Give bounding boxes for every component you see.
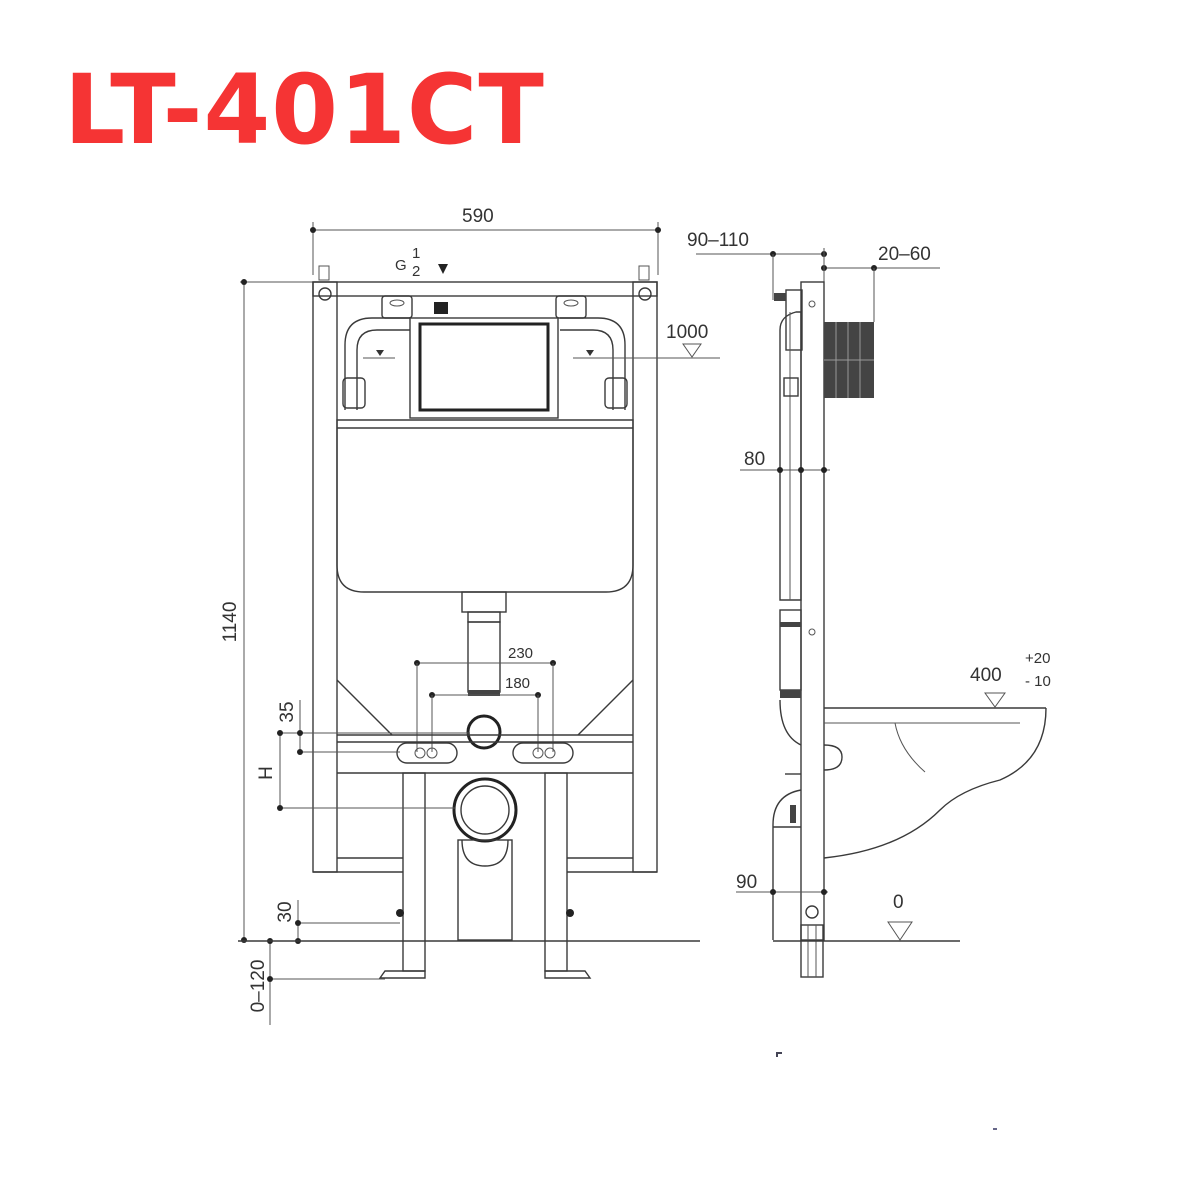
flush-label-g: G xyxy=(395,257,407,274)
height-dimension: 1140 xyxy=(220,602,241,643)
seat-tolerance-minus: - 10 xyxy=(1025,673,1051,690)
arrow-down-icon xyxy=(438,264,448,274)
seat-tolerance-plus: +20 xyxy=(1025,650,1050,667)
bolt-inner-label: 180 xyxy=(505,675,530,692)
floor-label: 0 xyxy=(893,892,904,913)
seat-height-label: 400 xyxy=(970,665,1002,686)
cover-label: 20–60 xyxy=(878,244,931,265)
side-view: 90–110 20–60 80 xyxy=(687,230,1051,1130)
offset-30-label: 30 xyxy=(275,901,296,922)
bolt-outer-label: 230 xyxy=(508,645,533,662)
flush-label-2: 2 xyxy=(412,263,420,280)
offset-35-label: 35 xyxy=(277,701,298,722)
front-view: 590 G 1 2 1140 xyxy=(220,206,720,1025)
h-label: H xyxy=(256,766,277,780)
model-title: LT-401CT xyxy=(64,54,545,166)
pipe-offset-label: 80 xyxy=(744,449,765,470)
flush-label-1: 1 xyxy=(412,245,420,262)
leg-adjust-label: 0–120 xyxy=(248,960,269,1013)
bottom-offset-label: 90 xyxy=(736,872,757,893)
width-dimension: 590 xyxy=(462,206,494,227)
depth-label: 90–110 xyxy=(687,230,749,251)
water-level-label: 1000 xyxy=(666,322,708,343)
